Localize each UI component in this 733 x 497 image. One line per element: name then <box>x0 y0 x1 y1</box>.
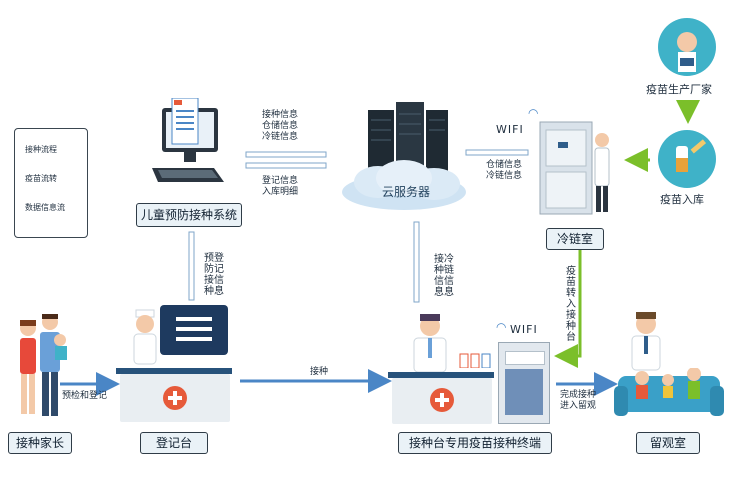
wifi-label-top: WIFI <box>496 123 524 136</box>
legend-label-vaccination: 接种流程 <box>25 145 57 154</box>
manufacturer-icon <box>658 18 716 76</box>
medical-cross-icon <box>163 386 187 410</box>
data-arrow-cloud-system <box>245 162 327 169</box>
registration-desk-top <box>116 368 232 374</box>
parent-box: 接种家长 <box>8 432 72 454</box>
edge-label-cloud-to-system: 登记信息入库明细 <box>262 176 299 197</box>
registration-monitor-icon <box>160 305 228 355</box>
wifi-icon-top: ◠ <box>528 106 539 120</box>
observation-sofa-icon <box>614 368 724 424</box>
edge-label-parent-to-reg: 预检和登记 <box>62 391 108 401</box>
legend-label-data-flow: 数据信息流 <box>25 203 65 212</box>
computer-icon <box>148 98 234 190</box>
edge-label-terminal-to-cloud: 接冷种链信信息息 <box>434 254 454 298</box>
legend: 接种流程 疫苗流转 数据信息流 <box>14 128 88 238</box>
edge-label-system-to-cloud: 接种信息仓储信息冷链信息 <box>262 110 299 142</box>
terminal-desk-top <box>388 372 494 378</box>
vaccine-vial-icon <box>658 130 716 188</box>
wifi-icon-bottom: ◠ <box>496 320 507 334</box>
edge-label-terminal-to-obs: 完成接种进入留观 <box>560 390 597 411</box>
edge-label-cold-to-cloud: 仓储信息冷链信息 <box>486 160 523 181</box>
manufacturer-label: 疫苗生产厂家 <box>646 83 712 96</box>
data-arrow-reg-system <box>188 231 195 301</box>
data-arrow-terminal-cloud <box>413 221 420 303</box>
terminal-box: 接种台专用疫苗接种终端 <box>398 432 552 454</box>
registration-box: 登记台 <box>140 432 208 454</box>
cold-storage-icon <box>538 118 618 218</box>
wifi-label-bottom: WIFI <box>510 323 538 336</box>
medical-cross-icon <box>430 388 454 412</box>
data-arrow-system-cloud <box>245 151 327 158</box>
edge-label-reg-to-system: 预登防记接信种息 <box>204 253 224 297</box>
edge-label-cold-to-terminal: 疫苗转入接种台 <box>566 266 576 343</box>
system-box: 儿童预防接种系统 <box>136 203 242 227</box>
cloud-label: 云服务器 <box>381 185 430 199</box>
edge-label-reg-to-terminal: 接种 <box>310 367 329 377</box>
vaccine-bottles-icon <box>458 352 492 368</box>
nurse-registration-icon <box>130 308 160 368</box>
doctor-icon <box>402 308 462 374</box>
vaccine-in-label: 疫苗入库 <box>660 193 704 206</box>
observation-doctor-icon <box>626 310 666 372</box>
observation-box: 留观室 <box>636 432 700 454</box>
cloud-server-icon <box>338 100 470 215</box>
data-arrow-cold-cloud <box>465 149 529 156</box>
parent-family-icon <box>12 310 72 422</box>
vaccine-terminal-machine <box>498 342 550 424</box>
cold-room-box: 冷链室 <box>546 228 604 250</box>
legend-label-vaccine-flow: 疫苗流转 <box>25 174 57 183</box>
